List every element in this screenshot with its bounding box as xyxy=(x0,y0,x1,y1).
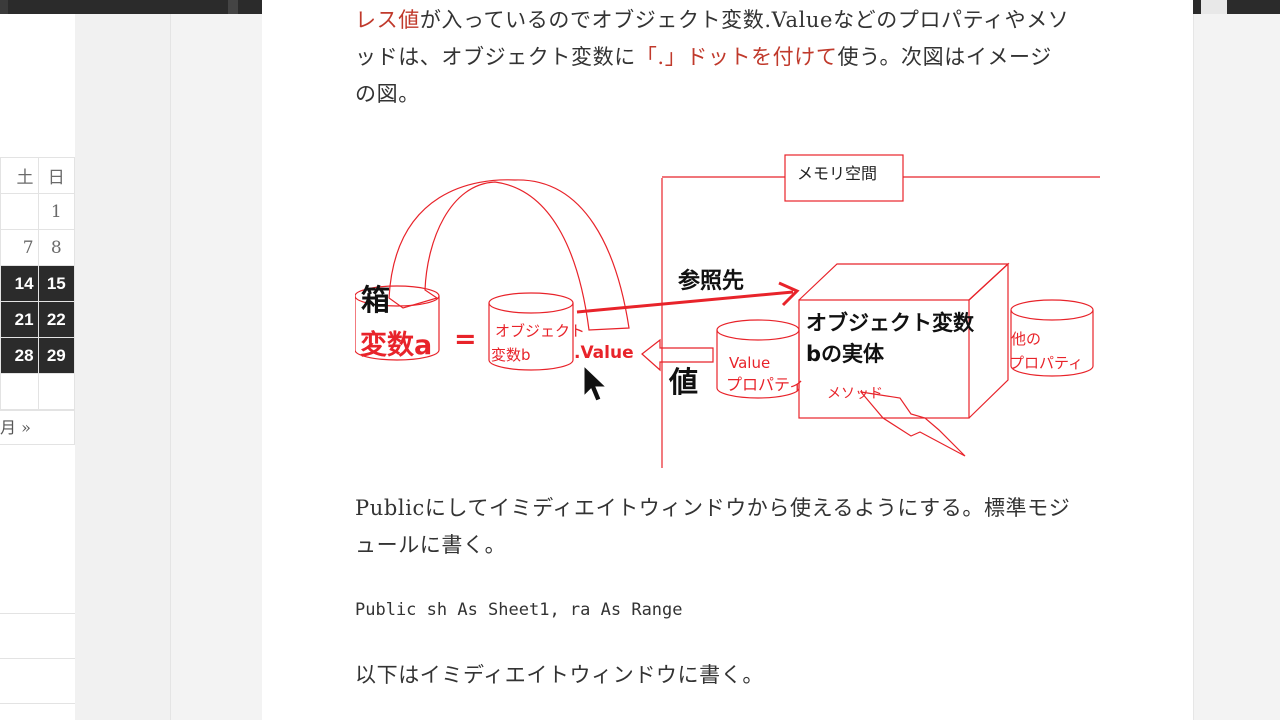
value-property-top xyxy=(716,319,800,341)
calendar-header-sun: 日 xyxy=(37,157,76,194)
other-property-top xyxy=(1010,299,1094,321)
method-label: メソッド xyxy=(827,386,883,402)
divider xyxy=(0,703,75,704)
paragraph-text: ュールに書く。 xyxy=(355,533,507,557)
variable-a-label: 変数a xyxy=(360,329,432,361)
variable-b-body xyxy=(488,303,574,371)
calendar-widget: 土 日 1 7 8 14 15 21 22 28 29 xyxy=(0,157,76,410)
calendar-day-link[interactable]: 21 xyxy=(0,301,39,338)
reference-arrow-line xyxy=(576,290,794,314)
calendar-day-link[interactable]: 28 xyxy=(0,337,39,374)
mouse-cursor-icon xyxy=(583,364,608,402)
left-margin xyxy=(170,14,263,720)
variable-a-body xyxy=(355,296,440,361)
window-icon[interactable] xyxy=(1201,0,1227,14)
toolbar-fragment xyxy=(228,0,238,14)
toolbar-fragment xyxy=(0,0,8,14)
object-entity-label: bの実体 xyxy=(806,342,885,366)
value-label: 値 xyxy=(668,365,698,399)
paragraph-2: Publicにしてイミディエイトウィンドウから使えるようにする。標準モジ ュール… xyxy=(355,490,1100,564)
method-lightning xyxy=(859,391,966,457)
value-arrow xyxy=(641,338,714,372)
object-entity-side xyxy=(968,262,1009,419)
paragraph-text: 使う。次図はイメージ xyxy=(837,45,1052,69)
other-property-label: プロパティ xyxy=(1009,354,1083,372)
paragraph-1: レス値が入っているのでオブジェクト変数.Valueなどのプロパティやメソ ッドは… xyxy=(355,2,1100,113)
equals-sign: = xyxy=(454,324,477,355)
calendar-day: 7 xyxy=(0,229,39,266)
calendar-empty-cell xyxy=(37,373,76,410)
object-entity-top xyxy=(798,263,1010,301)
calendar-day: 8 xyxy=(37,229,76,266)
paragraph-text: ッドは、オブジェクト変数に xyxy=(355,45,636,69)
paragraph-text: の図。 xyxy=(355,82,420,106)
paragraph-3: 以下はイミディエイトウィンドウに書く。 xyxy=(355,657,1100,694)
calendar-empty-cell xyxy=(0,373,39,410)
other-property-body xyxy=(1010,310,1094,377)
paragraph-text: 以下はイミディエイトウィンドウに書く。 xyxy=(355,663,764,687)
paragraph-text: Publicにしてイミディエイトウィンドウから使えるようにする。標準モジ xyxy=(355,496,1071,520)
highlight-text: レス値 xyxy=(355,8,420,32)
memory-label-box xyxy=(784,154,904,202)
page-gutter xyxy=(75,14,170,720)
memory-space-label: メモリ空間 xyxy=(797,164,877,183)
variable-b-top xyxy=(488,292,574,314)
value-property-body xyxy=(716,330,800,399)
reference-label: 参照先 xyxy=(678,268,744,294)
calendar-day-link[interactable]: 14 xyxy=(0,265,39,302)
value-property-label: プロパティ xyxy=(726,375,805,394)
calendar-day: 1 xyxy=(37,193,76,230)
other-property-label: 他の xyxy=(1011,330,1041,348)
dot-value-label: .Value xyxy=(574,343,634,363)
right-margin xyxy=(1193,14,1280,720)
reference-arc xyxy=(388,179,630,331)
calendar-day-link[interactable]: 15 xyxy=(37,265,76,302)
calendar-day-link[interactable]: 29 xyxy=(37,337,76,374)
object-variable-label: 変数b xyxy=(491,346,531,364)
highlight-text: 「.」ドットを付けて xyxy=(635,45,838,69)
sidebar: 土 日 1 7 8 14 15 21 22 28 29 月 » xyxy=(0,14,76,720)
divider xyxy=(0,613,75,614)
box-label: 箱 xyxy=(361,283,390,317)
reference-arrow-head xyxy=(778,281,800,307)
calendar-day xyxy=(0,193,39,230)
calendar-header-sat: 土 xyxy=(0,157,39,194)
code-line: Public sh As Sheet1, ra As Range xyxy=(355,600,683,620)
object-variable-label: オブジェクト xyxy=(495,322,585,340)
value-property-label: Value xyxy=(729,354,770,372)
object-entity-label: オブジェクト変数 xyxy=(806,311,975,335)
memory-diagram: メモリ空間 箱 変数a = オブジェクト 変数b .Value 参照先 値 Va… xyxy=(355,154,1100,468)
calendar-next-month-link[interactable]: 月 » xyxy=(0,410,75,445)
divider xyxy=(0,658,75,659)
article-content xyxy=(262,0,1193,720)
calendar-day-link[interactable]: 22 xyxy=(37,301,76,338)
paragraph-text: が入っているのでオブジェクト変数.Valueなどのプロパティやメソ xyxy=(419,8,1070,32)
